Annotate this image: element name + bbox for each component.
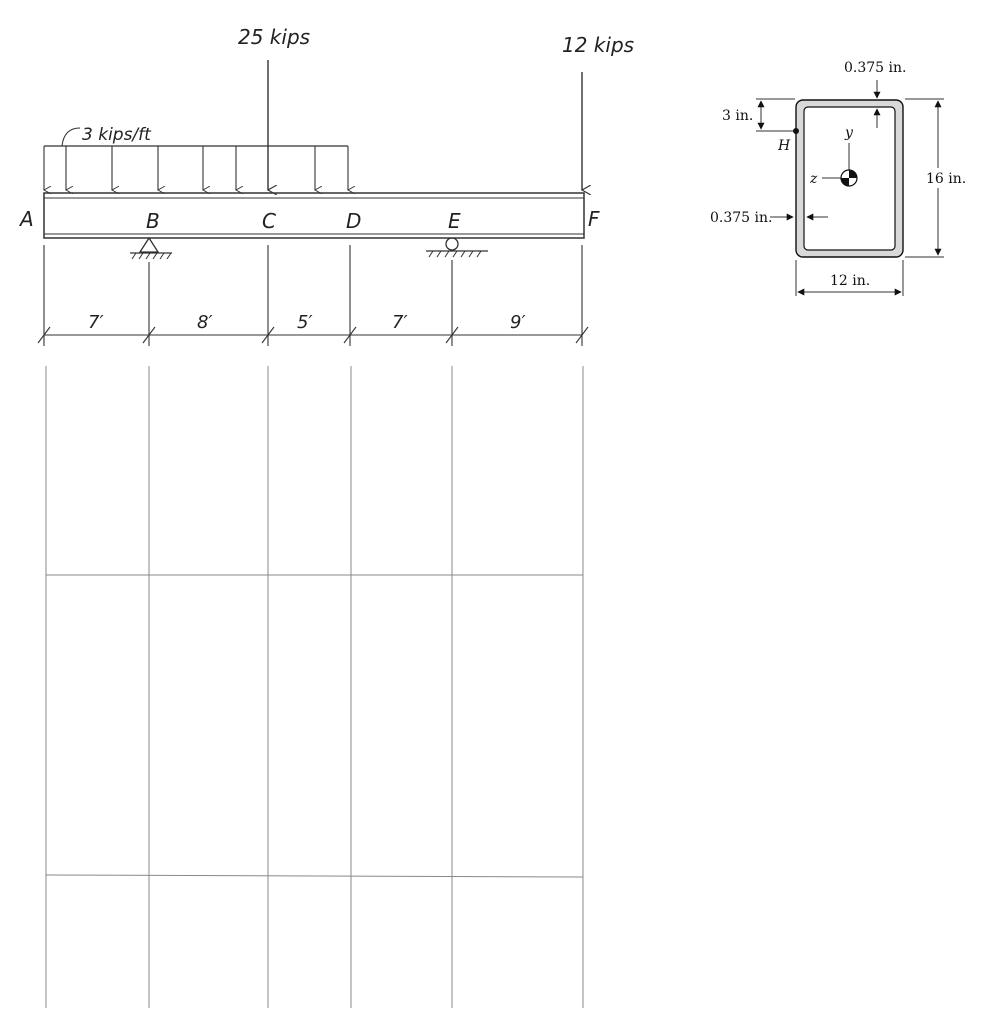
point-a-label: A [18,207,34,231]
point-d-label: D [346,209,361,233]
point-h-label: H [777,138,791,154]
point-c-label: C [262,209,276,233]
distributed-load-label: 3 kips/ft [82,125,152,145]
height-label: 16 in. [926,171,966,187]
span-cd-label: 5′ [297,312,313,333]
top-thickness-label: 0.375 in. [844,60,906,76]
pin-support-b-icon [130,236,172,260]
answer-grid [45,366,584,1008]
point-load-c-label: 25 kips [238,25,310,49]
distributed-load [44,127,348,190]
dimension-extension-lines [43,245,583,346]
cross-section-diagram: 0.375 in. 3 in. H 0.375 in. 16 in. 12 in… [710,60,966,296]
point-e-label: E [448,209,461,233]
beam-diagram: 25 kips 12 kips 3 kips/ft A B C D E F [18,25,634,346]
width-label: 12 in. [830,273,870,289]
h-offset-label: 3 in. [722,108,753,124]
centroid-icon [840,169,858,187]
roller-support-e-icon [426,237,488,258]
side-thickness-label: 0.375 in. [710,210,772,226]
axis-z-label: z [809,171,818,187]
point-load-f-label: 12 kips [562,33,634,57]
point-b-label: B [146,209,160,233]
dimension-line [37,326,589,344]
span-de-label: 7′ [392,312,408,333]
axis-y-label: y [844,125,854,141]
span-ab-label: 7′ [88,312,104,333]
point-f-label: F [588,207,600,231]
span-ef-label: 9′ [510,312,526,333]
span-bc-label: 8′ [197,312,213,333]
point-h-marker [793,128,799,134]
beam [43,192,585,239]
